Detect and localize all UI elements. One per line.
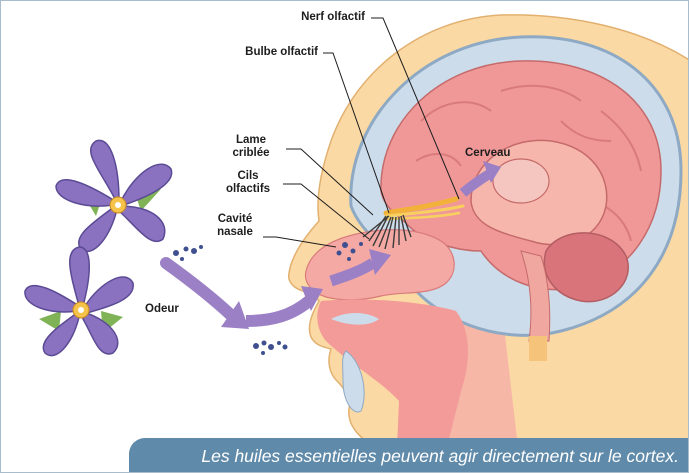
label-cavite-nasale: Cavité nasale [206, 213, 264, 239]
label-nerf-olfactif: Nerf olfactif [247, 11, 365, 24]
label-cils-olfactifs: Cils olfactifs [216, 170, 280, 196]
label-odeur: Odeur [145, 303, 179, 316]
caption-banner: Les huiles essentielles peuvent agir dir… [129, 438, 689, 473]
flower-top [56, 140, 172, 251]
label-bulbe-olfactif: Bulbe olfactif [201, 46, 318, 59]
label-lame-criblee: Lame criblée [219, 134, 283, 160]
flower-bottom [25, 247, 133, 356]
label-cerveau: Cerveau [465, 147, 510, 160]
odor-particles [173, 245, 288, 355]
caption-text: Les huiles essentielles peuvent agir dir… [201, 446, 679, 467]
